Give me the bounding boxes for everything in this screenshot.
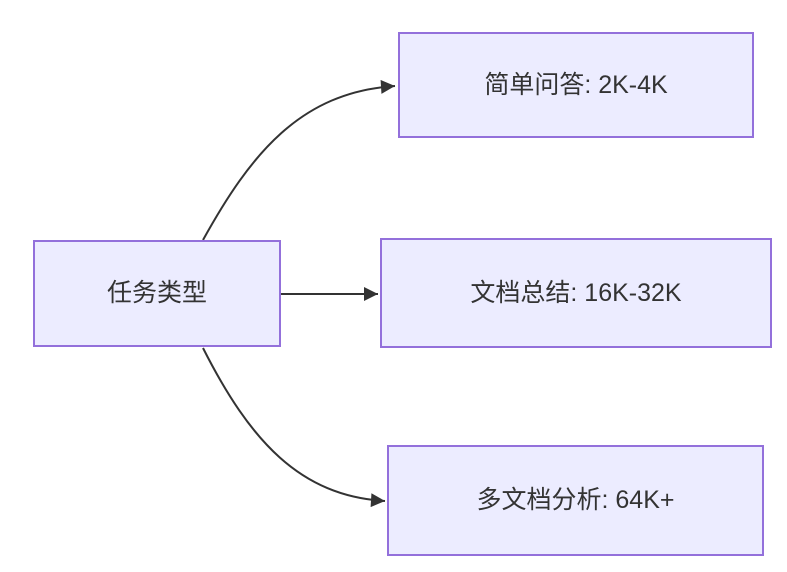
node-multi-doc-analysis: 多文档分析: 64K+ (387, 445, 764, 556)
edge-task-to-simple (202, 79, 396, 241)
node-simple-qa: 简单问答: 2K-4K (398, 32, 754, 138)
node-doc-summary: 文档总结: 16K-32K (380, 238, 772, 348)
node-task-type: 任务类型 (33, 240, 281, 347)
node-simple-qa-label: 简单问答: 2K-4K (484, 70, 668, 99)
node-doc-summary-label: 文档总结: 16K-32K (470, 278, 682, 307)
node-task-type-label: 任务类型 (106, 279, 207, 308)
edge-task-to-multi (202, 347, 386, 508)
node-multi-doc-analysis-label: 多文档分析: 64K+ (476, 486, 675, 515)
